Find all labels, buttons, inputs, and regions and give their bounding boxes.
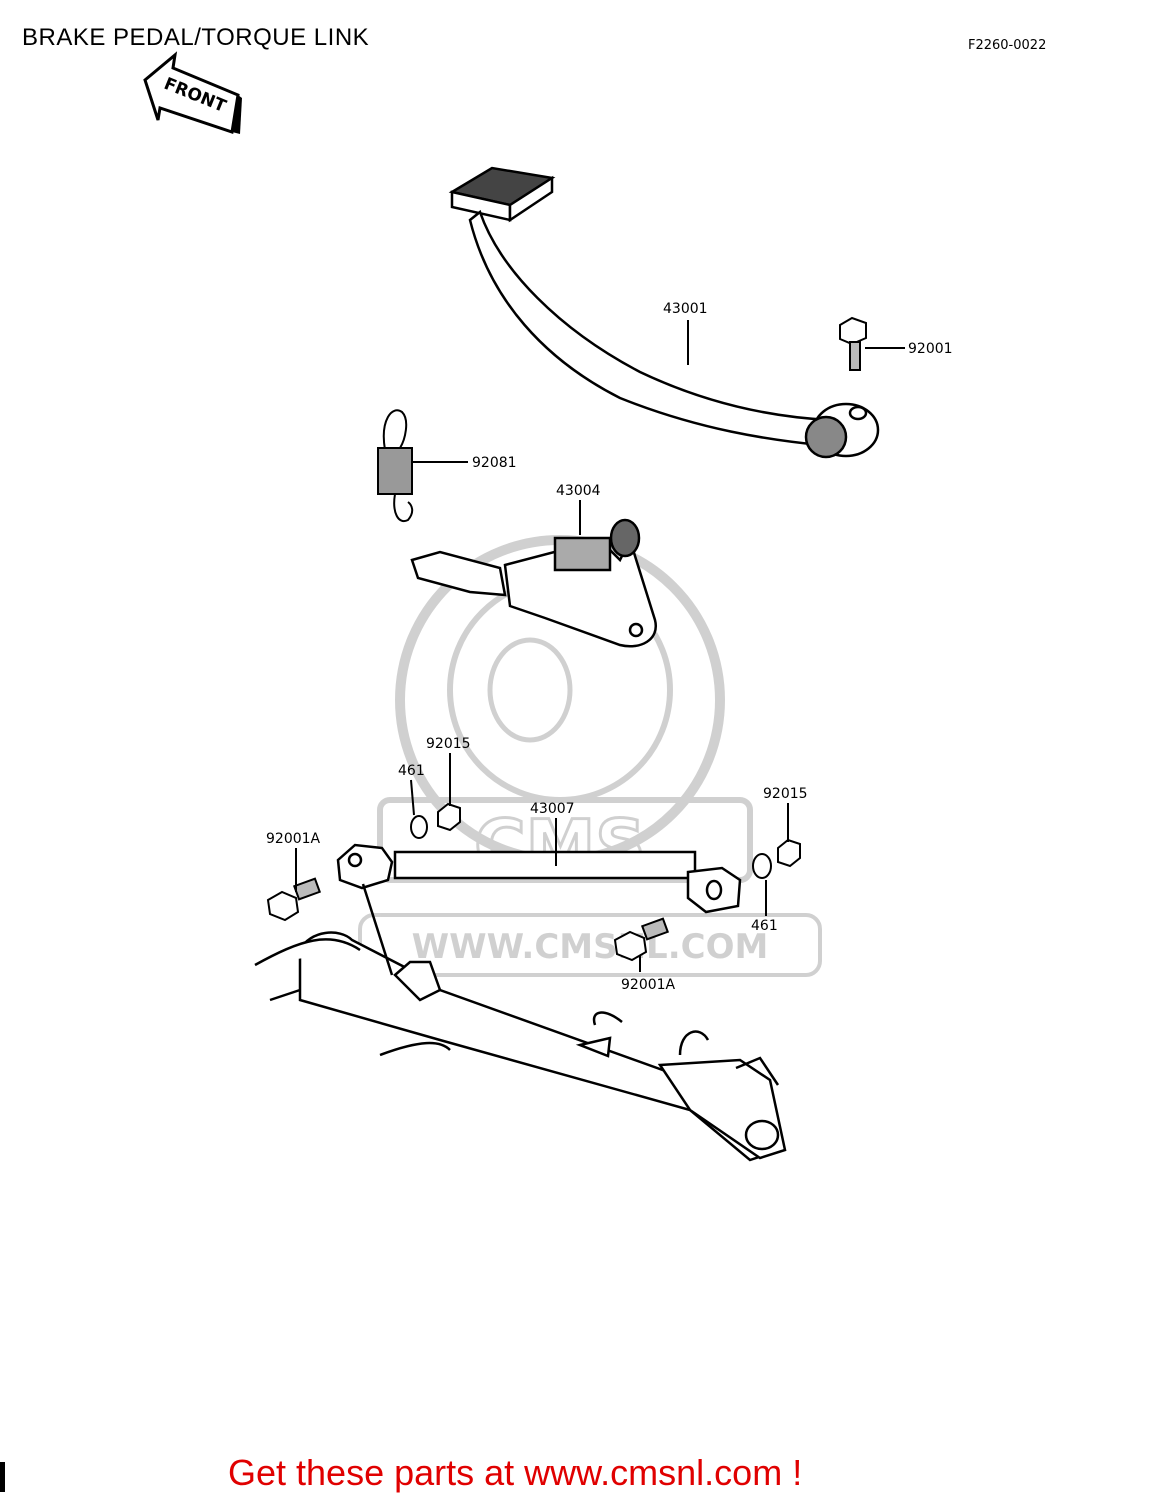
torque-link-43007 (336, 843, 742, 914)
get-parts-link[interactable]: Get these parts at www.cmsnl.com ! (228, 1452, 803, 1493)
figure-code: F2260-0022 (968, 38, 1047, 53)
swingarm-frame (254, 883, 787, 1162)
label-92015-left: 92015 (426, 736, 471, 752)
label-92001A-left: 92001A (266, 831, 321, 847)
label-43007: 43007 (530, 801, 575, 817)
washer-461-right (752, 853, 772, 879)
brake-pedal (448, 166, 880, 459)
watermark-url: WWW.CMSNL.COM (412, 927, 769, 967)
washer-461-left (410, 815, 428, 839)
label-92081: 92081 (472, 455, 517, 471)
label-461-left: 461 (398, 763, 425, 779)
label-43004: 43004 (556, 483, 601, 499)
bolt-92001 (839, 316, 867, 371)
label-92001A-bottom: 92001A (621, 977, 676, 993)
spring-92081 (377, 409, 414, 523)
leader-lines (295, 320, 905, 972)
label-92001: 92001 (908, 341, 953, 357)
brake-lever-43004 (410, 518, 657, 648)
label-43001: 43001 (663, 301, 708, 317)
nut-92015-left (437, 802, 461, 832)
front-arrow-icon: FRONT (143, 51, 242, 134)
edge-mark (0, 1462, 5, 1492)
nut-92015-right (777, 838, 801, 868)
label-92015-right: 92015 (763, 786, 808, 802)
page-title: BRAKE PEDAL/TORQUE LINK (22, 24, 370, 51)
label-461-right: 461 (751, 918, 778, 934)
bolt-92001A-left (266, 877, 322, 922)
bolt-92001A-bottom (613, 917, 670, 962)
